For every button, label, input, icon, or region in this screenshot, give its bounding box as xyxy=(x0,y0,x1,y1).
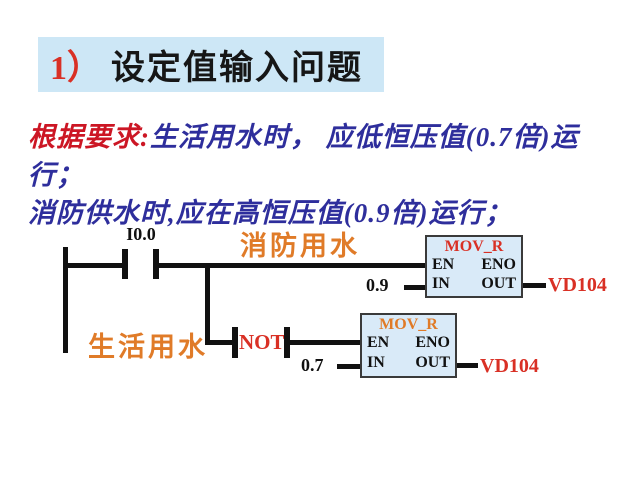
movr2-row-en: EN ENO xyxy=(367,333,450,353)
contact-label: I0.0 xyxy=(126,224,156,244)
domestic-water-label: 生活用水 xyxy=(88,332,208,362)
movr2-out-target: VD104 xyxy=(480,355,539,377)
movr1-in-wire xyxy=(404,285,425,290)
contact-bar-right xyxy=(153,249,159,279)
movr1-out-target: VD104 xyxy=(548,274,607,296)
requirement-text: 根据要求:生活用水时， 应低恒压值(0.7倍)运行； 消防供水时,应在高恒压值(… xyxy=(28,118,634,232)
title-number: 1） xyxy=(50,50,101,87)
page-title: 设定值输入问题 xyxy=(111,50,363,87)
requirement-line2-body: 消防供水时,应在高恒压值(0.9倍)运行； xyxy=(28,198,513,228)
rung2-wire-a xyxy=(205,340,235,345)
movr2-row-in: IN OUT xyxy=(367,353,450,373)
rung1-wire-a xyxy=(63,263,124,268)
movr2-title: MOV_R xyxy=(379,316,438,333)
fire-water-label: 消防用水 xyxy=(240,231,360,261)
movr1-in-value: 0.9 xyxy=(366,275,389,295)
movr1-row-in: IN OUT xyxy=(432,274,516,293)
requirement-line1-body: 生活用水时， 应低恒压值(0.7倍)运行； xyxy=(28,122,579,190)
movr2-eno-pin: ENO xyxy=(415,334,450,351)
not-label: NOT xyxy=(239,330,285,354)
requirement-label: 根据要求: xyxy=(28,122,150,152)
movr2-in-wire xyxy=(337,364,360,369)
rung2-wire-b xyxy=(290,340,360,345)
not-bar-right xyxy=(284,327,290,358)
movr1-out-wire xyxy=(523,283,546,288)
requirement-line-1: 根据要求:生活用水时， 应低恒压值(0.7倍)运行； xyxy=(28,118,634,194)
rung1-wire-b xyxy=(159,263,425,268)
movr2-in-pin: IN xyxy=(367,354,385,371)
power-rail xyxy=(63,247,68,353)
movr-block-2: MOV_R EN ENO IN OUT xyxy=(360,313,457,378)
requirement-line-2: 消防供水时,应在高恒压值(0.9倍)运行； xyxy=(28,194,634,232)
movr1-out-pin: OUT xyxy=(481,274,516,292)
not-bar-left xyxy=(232,327,238,358)
movr1-en-pin: EN xyxy=(432,255,455,273)
movr2-out-wire xyxy=(457,363,478,368)
slide-title-box: 1） 设定值输入问题 xyxy=(38,37,384,92)
movr2-in-value: 0.7 xyxy=(301,355,324,375)
movr1-row-en: EN ENO xyxy=(432,255,516,274)
movr2-out-pin: OUT xyxy=(415,354,450,371)
contact-bar-left xyxy=(122,249,128,279)
movr1-in-pin: IN xyxy=(432,274,450,292)
movr1-eno-pin: ENO xyxy=(481,255,516,273)
movr2-en-pin: EN xyxy=(367,334,390,351)
movr1-title: MOV_R xyxy=(444,238,504,255)
branch-wire-down xyxy=(205,263,210,345)
movr-block-1: MOV_R EN ENO IN OUT xyxy=(425,235,523,298)
